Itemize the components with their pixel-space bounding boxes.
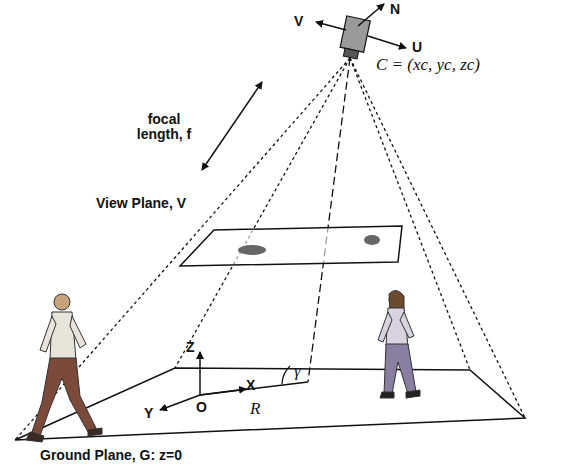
axis-label: X bbox=[246, 378, 255, 393]
focal-length-label: focal length, f bbox=[128, 112, 200, 143]
distance-label: R bbox=[250, 400, 260, 419]
origin-label: O bbox=[196, 400, 207, 415]
angle-label: γ bbox=[294, 362, 301, 381]
axis-label: Z bbox=[186, 340, 195, 355]
ground-plane-label: Ground Plane, G: z=0 bbox=[40, 448, 182, 463]
view-plane-label: View Plane, V bbox=[96, 196, 186, 211]
axis-label: U bbox=[412, 40, 422, 55]
axis-label: V bbox=[294, 14, 303, 29]
camera-position: C = (xc, yc, zc) bbox=[376, 56, 480, 75]
axis-label: Y bbox=[144, 406, 153, 421]
axis-label: N bbox=[390, 2, 400, 17]
